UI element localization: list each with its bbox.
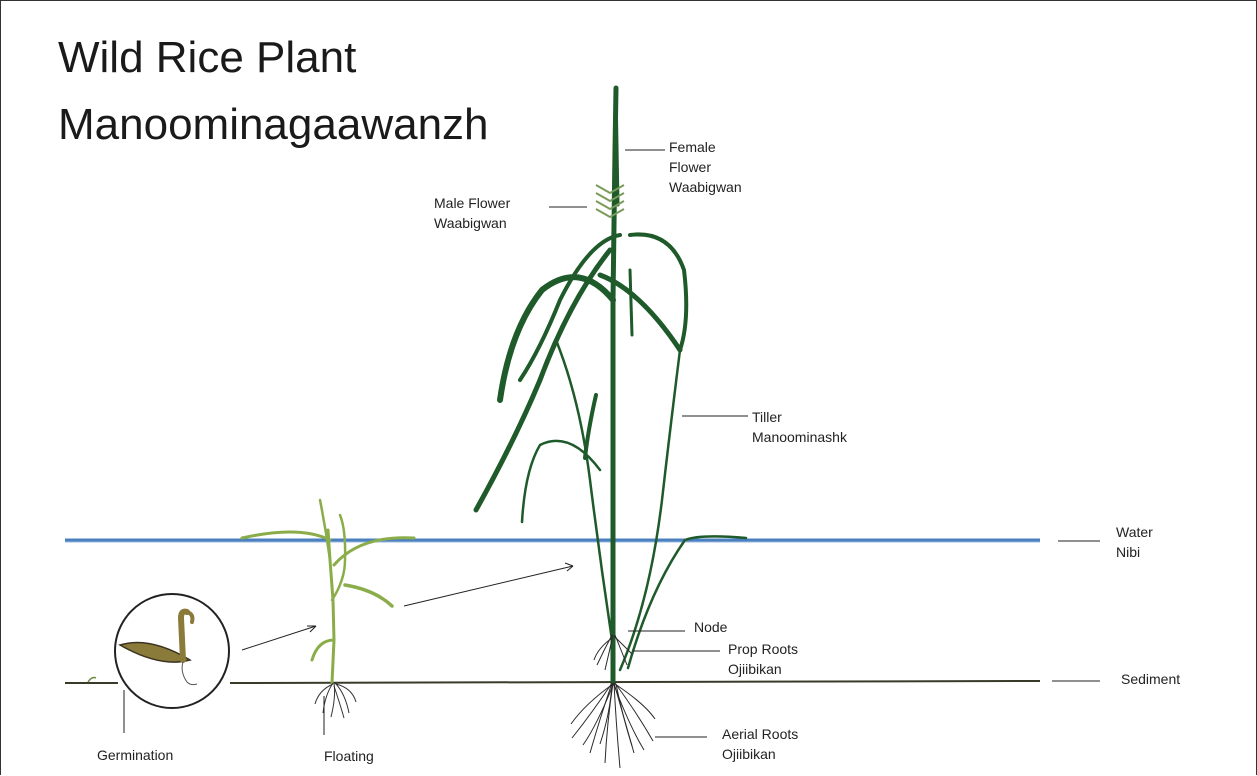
- aerial-roots: [571, 683, 655, 768]
- growth-arrow-2: [404, 563, 573, 606]
- germination-seedling: [115, 594, 229, 708]
- label-tiller: Tiller Manoominashk: [752, 407, 847, 447]
- male-flower: [596, 185, 624, 217]
- growth-arrow-1: [242, 626, 316, 650]
- label-male-flower: Male Flower Waabigwan: [434, 193, 510, 233]
- label-prop-roots: Prop Roots Ojiibikan: [728, 639, 798, 679]
- label-germination: Germination: [97, 745, 173, 765]
- label-node: Node: [694, 617, 727, 637]
- label-water: Water Nibi: [1116, 522, 1153, 562]
- label-female-flower: Female Flower Waabigwan: [669, 137, 742, 197]
- label-aerial-roots: Aerial Roots Ojiibikan: [722, 724, 798, 764]
- floating-stage-plant: [242, 500, 414, 683]
- label-sediment: Sediment: [1121, 669, 1180, 689]
- floating-roots: [315, 683, 356, 718]
- label-floating: Floating: [324, 746, 374, 766]
